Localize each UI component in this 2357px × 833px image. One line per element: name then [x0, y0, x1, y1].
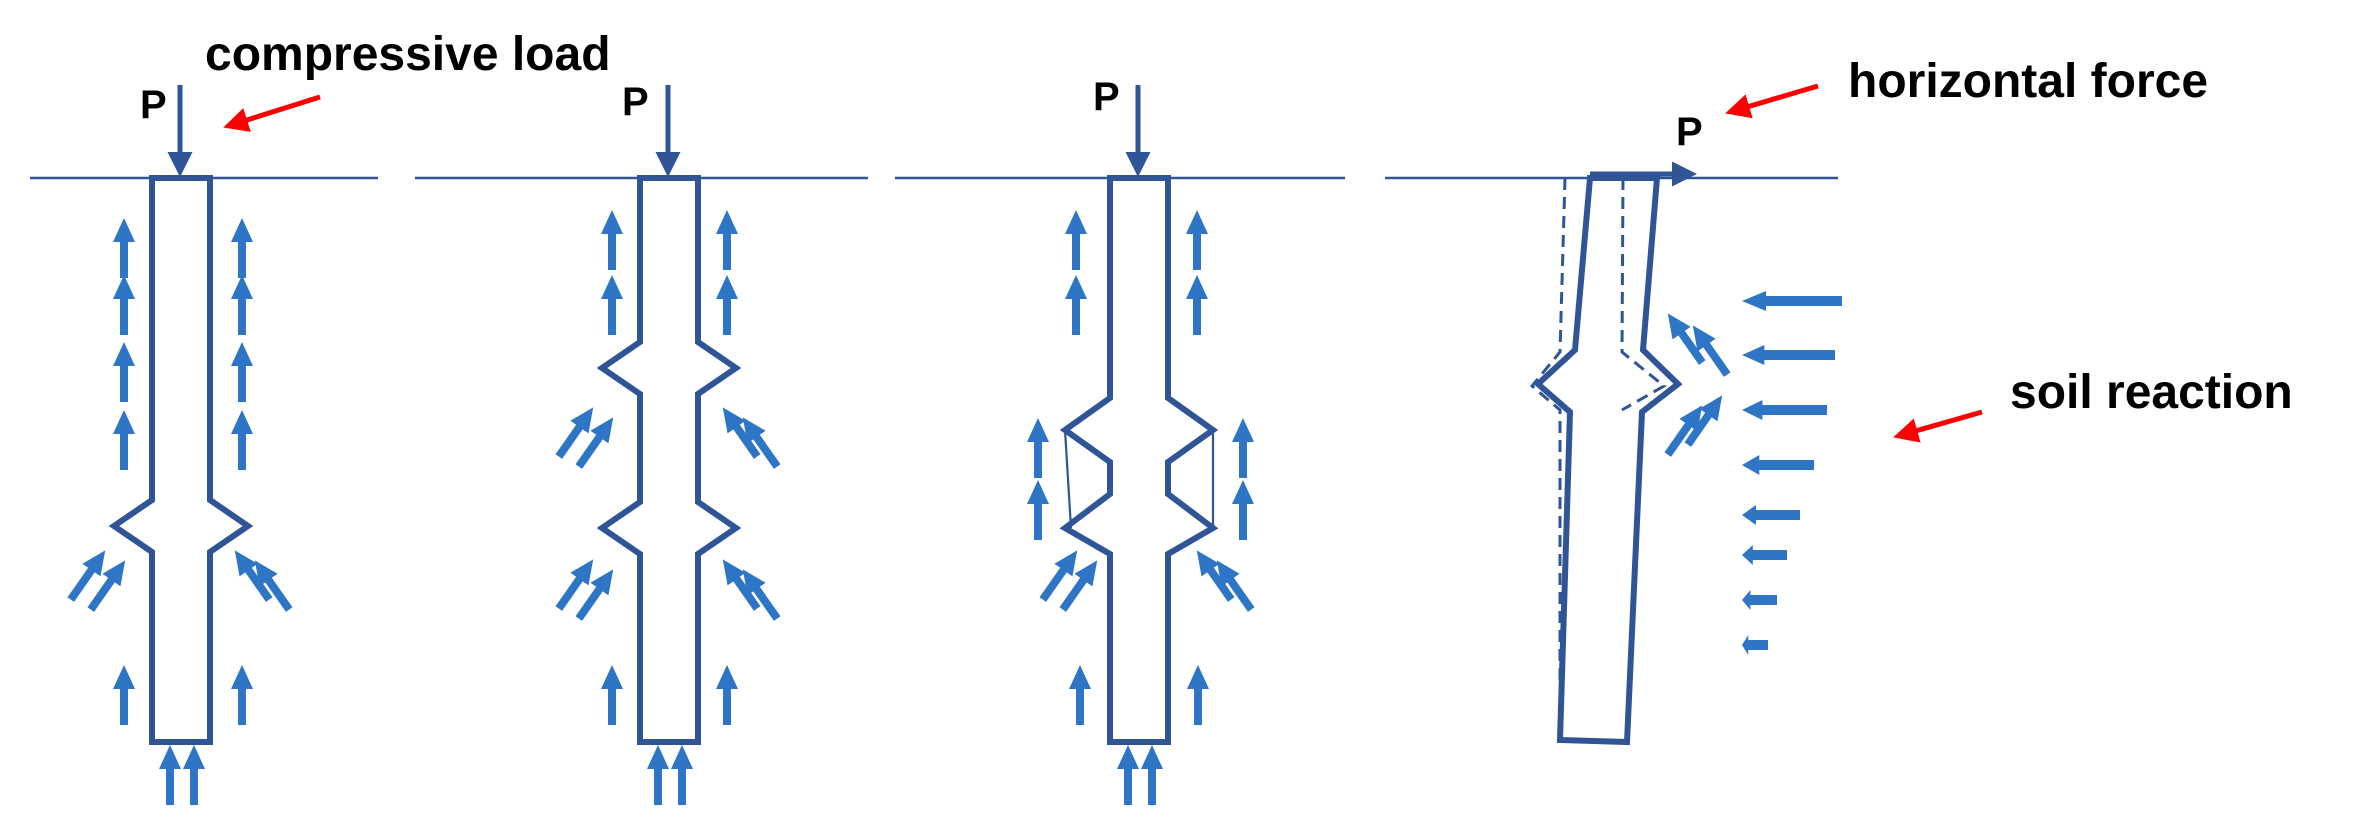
load-p-label: P	[1093, 75, 1120, 119]
left-arrow-icon	[1742, 400, 1827, 420]
inclined-reaction-arrows	[549, 401, 787, 625]
left-arrow-icon	[1742, 291, 1842, 311]
inclined-reaction-arrows	[61, 544, 299, 616]
load-p-label: P	[1676, 110, 1703, 154]
initial-pile-outline	[1529, 177, 1667, 742]
left-arrow-icon	[1742, 545, 1787, 565]
compressive-load-label: compressive load	[205, 28, 611, 81]
tip-resistance-arrows	[159, 745, 205, 805]
left-arrow-icon	[1742, 455, 1814, 475]
side-friction-arrows	[113, 218, 253, 725]
soil-reaction-arrows	[1742, 291, 1842, 655]
tip-resistance-arrows	[647, 745, 693, 805]
red-pointer-arrow-icon	[1725, 83, 1819, 119]
pile-diagram-1: P compressive load	[30, 28, 611, 805]
side-friction-arrows	[601, 210, 738, 725]
red-pointer-arrow-icon	[1893, 409, 1983, 443]
left-arrow-icon	[1742, 590, 1777, 610]
side-friction-arrows	[1027, 210, 1254, 725]
load-p-label: P	[140, 83, 167, 127]
deflected-pile-body	[1533, 175, 1683, 746]
soil-reaction-label: soil reaction	[2010, 366, 2293, 419]
left-arrow-icon	[1742, 505, 1800, 525]
pile-body	[108, 175, 254, 745]
pile-body	[1059, 175, 1219, 745]
horizontal-force-label: horizontal force	[1848, 55, 2208, 108]
load-p-label: P	[622, 80, 649, 124]
red-pointer-arrow-icon	[223, 94, 321, 132]
pile-diagram-2: P	[415, 80, 868, 805]
left-arrow-icon	[1742, 345, 1835, 365]
pile-diagram-4: P horizontal force soil reaction	[1385, 55, 2293, 746]
pile-diagram-3: P	[895, 75, 1345, 805]
left-arrow-icon	[1742, 635, 1768, 655]
tip-resistance-arrows	[1117, 745, 1163, 805]
inclined-reaction-arrows	[1658, 307, 1737, 461]
inclined-reaction-arrows	[1033, 544, 1261, 616]
pile-body	[596, 175, 742, 745]
